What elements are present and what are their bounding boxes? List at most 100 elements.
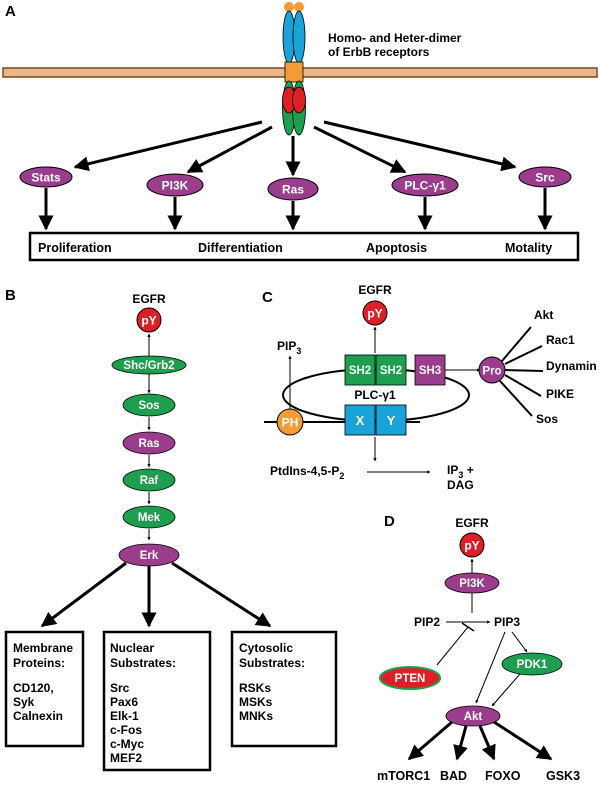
- svg-text:SH2: SH2: [349, 365, 371, 377]
- svg-text:Membrane: Membrane: [13, 641, 73, 655]
- akt-target-mtorc1: mTORC1: [377, 769, 430, 783]
- svg-text:Shc/Grb2: Shc/Grb2: [123, 360, 174, 372]
- akt-target-gsk3: GSK3: [546, 769, 580, 783]
- svg-text:Calnexin: Calnexin: [13, 709, 63, 723]
- pip3-pdk1-arrow: [511, 631, 528, 653]
- panel-a-down-arrows: [38, 188, 553, 231]
- svg-text:pY: pY: [464, 539, 479, 553]
- panel-b-box-cytosolic: Cytosolic Substrates: RSKs MSKs MNKs: [230, 630, 338, 748]
- panel-b-egfr: EGFR: [132, 292, 166, 306]
- panel-d-pdk1: PDK1: [501, 652, 563, 676]
- panel-b-box-nuclear: Nuclear Substrates: Src Pax6 Elk-1 c-Fos…: [102, 630, 212, 772]
- svg-text:Pax6: Pax6: [110, 695, 138, 709]
- akt-target-arrows: [407, 720, 553, 761]
- svg-text:Mek: Mek: [138, 512, 161, 524]
- pten-inhibition-bar: [461, 622, 475, 632]
- svg-text:Substrates:: Substrates:: [239, 656, 305, 670]
- pro-target-lines: [499, 326, 544, 417]
- panel-b-py: pY: [136, 307, 162, 333]
- panel-a-node-plc: PLC-γ1: [391, 173, 459, 197]
- receptor-caption-2: of ErbB receptors: [328, 45, 430, 59]
- panel-b-node-mek: Mek: [122, 505, 176, 529]
- svg-text:pY: pY: [141, 314, 156, 328]
- panel-b-node-raf: Raf: [122, 468, 176, 492]
- svg-text:CD120,: CD120,: [13, 681, 54, 695]
- panel-c-pro: Pro: [478, 356, 506, 384]
- panel-b-erk-arrows: [40, 561, 272, 628]
- svg-text:PI3K: PI3K: [459, 578, 485, 590]
- svg-text:Src: Src: [110, 681, 130, 695]
- svg-text:Elk-1: Elk-1: [110, 709, 139, 723]
- panel-c-sh2-b: SH2: [375, 354, 407, 386]
- pro-target-akt: Akt: [534, 308, 553, 322]
- svg-text:PDK1: PDK1: [517, 659, 548, 671]
- panel-b-node-erk: Erk: [118, 543, 180, 567]
- panel-c-egfr: EGFR: [358, 283, 392, 297]
- svg-text:Syk: Syk: [13, 695, 35, 709]
- panel-d-letter: D: [384, 513, 395, 530]
- outcome-box: [28, 231, 580, 262]
- svg-text:c-Fos: c-Fos: [110, 723, 142, 737]
- panel-c-plc-label: PLC-γ1: [354, 388, 396, 402]
- akt-target-bad: BAD: [440, 769, 467, 783]
- svg-text:MEF2: MEF2: [110, 751, 142, 765]
- erbb-receptor-dimer: [282, 2, 306, 136]
- panel-d-py: pY: [459, 532, 485, 558]
- panel-b-node-shc-grb2: Shc/Grb2: [111, 355, 187, 375]
- panel-c-ph: PH: [276, 408, 304, 436]
- pro-target-pike: PIKE: [546, 387, 574, 401]
- svg-text:Erk: Erk: [140, 550, 159, 562]
- panel-d-pip2: PIP2: [414, 615, 440, 629]
- panel-d-pi3k: PI3K: [444, 572, 500, 594]
- svg-text:Proteins:: Proteins:: [13, 656, 65, 670]
- panel-b: B EGFR pY Shc/Grb2 Sos Ras Raf: [4, 287, 338, 772]
- panel-c-pip3: PIP3: [277, 339, 301, 356]
- receptor-caption-1: Homo- and Heter-dimer: [328, 31, 462, 45]
- panel-d: D EGFR pY PI3K PIP2 PIP3 PTEN PDK1: [377, 513, 580, 783]
- svg-text:pY: pY: [367, 307, 382, 321]
- panel-a: A Homo- and Heter-dimer of ErbB receptor…: [2, 2, 598, 262]
- akt-target-foxo: FOXO: [485, 769, 521, 783]
- panel-c-y-domain: Y: [375, 404, 407, 436]
- svg-text:Akt: Akt: [464, 711, 483, 723]
- pip3-akt-arrow: [475, 631, 506, 704]
- panel-b-letter: B: [5, 287, 16, 304]
- panel-b-node-ras: Ras: [122, 431, 176, 455]
- panel-d-egfr: EGFR: [455, 516, 489, 530]
- svg-text:MSKs: MSKs: [239, 695, 273, 709]
- pro-target-rac1: Rac1: [546, 333, 575, 347]
- svg-text:MNKs: MNKs: [239, 709, 273, 723]
- svg-text:SH3: SH3: [419, 365, 441, 377]
- svg-text:Ras: Ras: [138, 438, 159, 450]
- panel-c-letter: C: [262, 289, 273, 306]
- panel-c-product-2: DAG: [447, 478, 474, 492]
- outcome-apoptosis: Apoptosis: [366, 241, 427, 255]
- panel-b-box-membrane: Membrane Proteins: CD120, Syk Calnexin: [4, 630, 85, 748]
- svg-text:RSKs: RSKs: [239, 681, 271, 695]
- svg-text:Nuclear: Nuclear: [110, 641, 154, 655]
- panel-b-node-sos: Sos: [122, 393, 176, 417]
- svg-text:Src: Src: [535, 171, 555, 185]
- svg-text:Y: Y: [387, 413, 396, 428]
- panel-c-sh3: SH3: [414, 354, 446, 386]
- outcome-proliferation: Proliferation: [38, 241, 112, 255]
- svg-text:SH2: SH2: [380, 365, 402, 377]
- svg-text:Substrates:: Substrates:: [110, 656, 176, 670]
- panel-a-node-ras: Ras: [267, 177, 319, 201]
- panel-d-pten: PTEN: [379, 666, 441, 690]
- svg-text:c-Myc: c-Myc: [110, 737, 144, 751]
- panel-c-product-1: IP3 +: [447, 463, 474, 480]
- svg-text:Pro: Pro: [482, 366, 501, 378]
- pro-target-sos: Sos: [536, 412, 558, 426]
- panel-a-letter: A: [5, 3, 16, 20]
- panel-a-node-src: Src: [518, 166, 572, 188]
- svg-text:PTEN: PTEN: [395, 673, 426, 685]
- panel-c-substrate: PtdIns-4,5-P2: [270, 464, 344, 481]
- panel-a-node-pi3k: PI3K: [146, 173, 204, 197]
- svg-text:PH: PH: [282, 416, 299, 430]
- svg-text:PLC-γ1: PLC-γ1: [404, 179, 446, 193]
- panel-d-pip3: PIP3: [494, 615, 520, 629]
- pdk1-akt-arrow: [491, 673, 521, 707]
